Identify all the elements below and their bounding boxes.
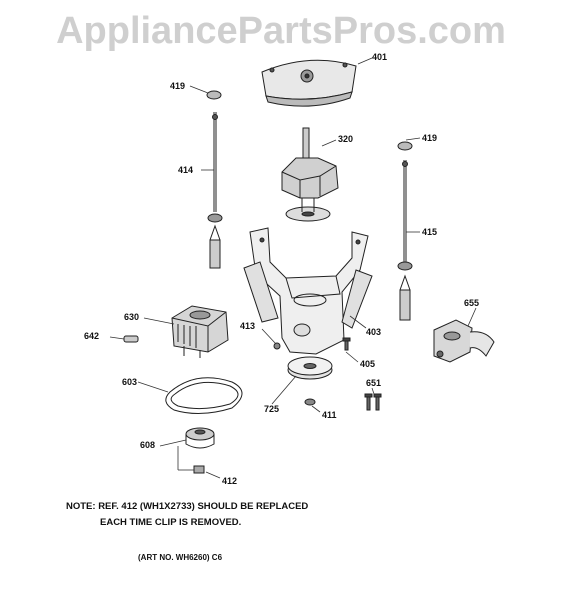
callout-642: 642 (84, 331, 100, 341)
callout-405: 405 (360, 359, 376, 369)
callout-414: 414 (178, 165, 194, 175)
callout-leader-lines (109, 57, 477, 479)
note-line-2: EACH TIME CLIP IS REMOVED. (100, 517, 242, 528)
replacement-note: NOTE: REF. 412 (WH1X2733) SHOULD BE REPL… (66, 499, 308, 531)
art-number: (ART NO. WH6260) C6 (138, 553, 223, 562)
part-412-clip (193, 465, 205, 474)
part-411-nut (304, 398, 316, 406)
part-415-suspension-rod (397, 141, 413, 321)
part-413-nut (273, 342, 281, 350)
callout-412: 412 (222, 476, 238, 486)
part-320-gearcase (281, 127, 339, 222)
callout-725: 725 (264, 404, 280, 414)
callout-415: 415 (422, 227, 438, 237)
part-603-drive-belt (165, 377, 243, 414)
note-line-1: NOTE: REF. 412 (WH1X2733) SHOULD BE REPL… (66, 501, 309, 512)
callout-411: 411 (322, 410, 337, 420)
part-725-pulley (287, 356, 333, 380)
callout-413: 413 (240, 321, 256, 331)
part-630-motor (171, 305, 229, 358)
callout-603: 603 (122, 377, 138, 387)
part-403-mount-bracket (243, 227, 373, 355)
callout-403: 403 (366, 327, 382, 337)
callout-419-right: 419 (422, 133, 438, 143)
callout-401: 401 (372, 52, 388, 62)
callout-320: 320 (338, 134, 354, 144)
callout-608: 608 (140, 440, 156, 450)
part-608-pulley (185, 427, 215, 449)
part-655-water-valve (433, 319, 495, 363)
part-405-screw (342, 337, 351, 351)
part-414-suspension-rod (206, 90, 223, 269)
callout-419-left: 419 (170, 81, 186, 91)
part-642 (123, 335, 139, 343)
callout-655: 655 (464, 298, 480, 308)
callout-651: 651 (366, 378, 382, 388)
part-401-cover (261, 59, 357, 107)
callout-630: 630 (124, 312, 140, 322)
part-651-screws (364, 393, 382, 411)
watermark-logo: AppliancePartsPros.com (56, 10, 506, 52)
